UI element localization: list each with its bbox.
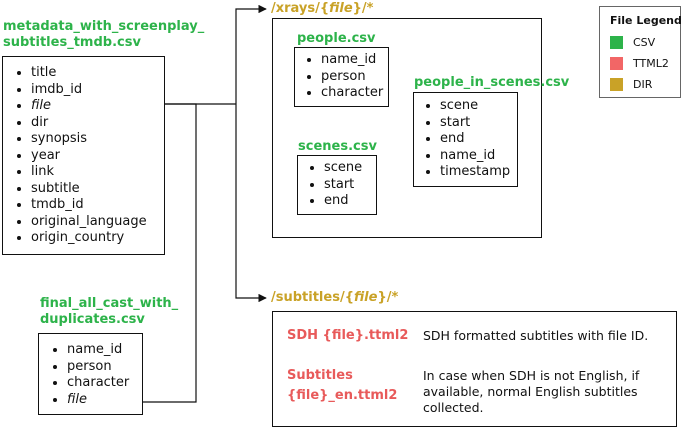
- sdh-file-label: SDH {file}.ttml2: [287, 328, 409, 343]
- scenes-csv-title: scenes.csv: [298, 139, 377, 154]
- field-name-id: name_id: [440, 148, 517, 165]
- field-character: character: [321, 85, 388, 102]
- field-character: character: [67, 375, 142, 392]
- field-title: title: [31, 65, 164, 82]
- people-csv-title: people.csv: [297, 31, 376, 46]
- final-cast-csv-title: final_all_cast_with_ duplicates.csv: [40, 296, 179, 327]
- english-subtitles-file-label: Subtitles {file}_en.ttml2: [287, 368, 398, 403]
- legend-label-ttml2: TTML2: [633, 57, 669, 70]
- people-csv-box: name_id person character: [294, 47, 389, 107]
- metadata-field-list: title imdb_id file dir synopsis year lin…: [3, 57, 164, 247]
- metadata-csv-title: metadata_with_screenplay_ subtitles_tmdb…: [3, 19, 205, 50]
- field-person: person: [321, 69, 388, 86]
- xrays-dir-title: /xrays/{file}/*: [271, 1, 374, 16]
- people-in-scenes-field-list: scene start end name_id timestamp: [414, 93, 517, 181]
- field-start: start: [440, 115, 517, 132]
- field-end: end: [440, 131, 517, 148]
- people-in-scenes-csv-box: scene start end name_id timestamp: [413, 92, 518, 187]
- english-subtitles-file-description: In case when SDH is not English, if avai…: [423, 368, 640, 415]
- field-name-id: name_id: [67, 342, 142, 359]
- subtitles-dir-box: SDH {file}.ttml2 SDH formatted subtitles…: [272, 311, 677, 427]
- field-scene: scene: [440, 98, 517, 115]
- field-imdb-id: imdb_id: [31, 82, 164, 99]
- field-name-id: name_id: [321, 52, 388, 69]
- field-start: start: [324, 177, 376, 194]
- field-link: link: [31, 164, 164, 181]
- field-timestamp: timestamp: [440, 164, 517, 181]
- legend-label-dir: DIR: [633, 78, 653, 91]
- legend-label-csv: CSV: [633, 36, 656, 49]
- legend-title: File Legend: [610, 14, 682, 27]
- branch-to-xrays: [235, 4, 267, 104]
- ttml2-swatch: [610, 57, 623, 70]
- scenes-field-list: scene start end: [298, 156, 376, 210]
- subtitles-dir-title: /subtitles/{file}/*: [271, 290, 399, 305]
- field-dir: dir: [31, 115, 164, 132]
- file-legend: File Legend CSV TTML2 DIR: [599, 6, 682, 98]
- people-in-scenes-csv-title: people_in_scenes.csv: [414, 75, 570, 90]
- csv-swatch: [610, 36, 623, 49]
- field-person: person: [67, 359, 142, 376]
- field-file: file: [67, 392, 142, 409]
- field-subtitle: subtitle: [31, 181, 164, 198]
- people-field-list: name_id person character: [295, 48, 388, 102]
- field-tmdb-id: tmdb_id: [31, 197, 164, 214]
- dir-swatch: [610, 78, 623, 91]
- sdh-file-description: SDH formatted subtitles with file ID.: [423, 328, 649, 343]
- scenes-csv-box: scene start end: [297, 155, 377, 215]
- field-year: year: [31, 148, 164, 165]
- final-cast-field-list: name_id person character file: [39, 334, 142, 408]
- field-scene: scene: [324, 160, 376, 177]
- final-cast-csv-box: name_id person character file: [38, 333, 143, 415]
- field-end: end: [324, 193, 376, 210]
- metadata-csv-box: title imdb_id file dir synopsis year lin…: [2, 56, 165, 255]
- field-file: file: [31, 98, 164, 115]
- field-synopsis: synopsis: [31, 131, 164, 148]
- branch-to-subtitles: [235, 104, 267, 303]
- field-origin-country: origin_country: [31, 230, 164, 247]
- field-original-language: original_language: [31, 214, 164, 231]
